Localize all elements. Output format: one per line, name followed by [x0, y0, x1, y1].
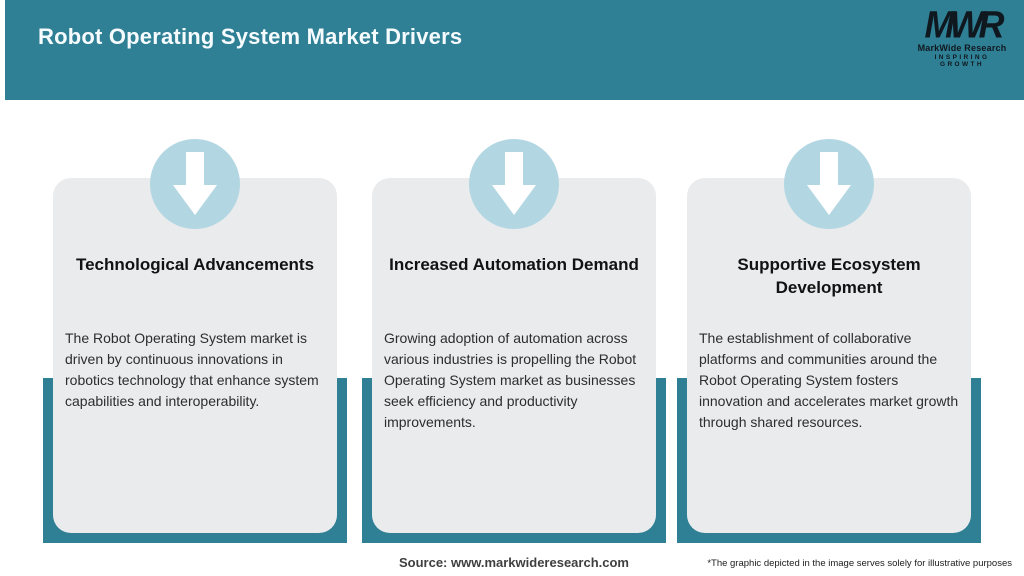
driver-card-group-1: Technological Advancements The Robot Ope… — [43, 0, 347, 576]
markwide-research-logo: MWR MarkWide Research INSPIRING GROWTH — [912, 2, 1012, 68]
logo-company-name: MarkWide Research — [917, 43, 1007, 53]
logo-tagline: INSPIRING GROWTH — [934, 54, 990, 68]
source-attribution: Source: www.markwideresearch.com — [398, 555, 629, 570]
disclaimer-note: *The graphic depicted in the image serve… — [707, 558, 1012, 569]
card-title: Supportive Ecosystem Development — [737, 255, 921, 297]
card-title: Technological Advancements — [75, 255, 315, 274]
down-arrow-icon — [150, 139, 240, 229]
page-title: Robot Operating System Market Drivers — [38, 24, 463, 49]
logo-monogram: MWR — [924, 2, 1005, 47]
driver-card: Increased Automation Demand Growing adop… — [372, 178, 656, 533]
card-title: Increased Automation Demand — [389, 255, 639, 274]
driver-card-group-3: Supportive Ecosystem Development The est… — [677, 0, 981, 576]
down-arrow-icon — [469, 139, 559, 229]
card-body-text: Growing adoption of automation across va… — [384, 330, 637, 430]
driver-card-group-2: Increased Automation Demand Growing adop… — [362, 0, 666, 576]
driver-card: Supportive Ecosystem Development The est… — [687, 178, 971, 533]
card-body-text: The Robot Operating System market is dri… — [65, 330, 319, 409]
header-banner: Robot Operating System Market Drivers MW… — [5, 0, 1024, 100]
down-arrow-icon — [784, 139, 874, 229]
card-body-text: The establishment of collaborative platf… — [699, 330, 959, 430]
driver-card: Technological Advancements The Robot Ope… — [53, 178, 337, 533]
